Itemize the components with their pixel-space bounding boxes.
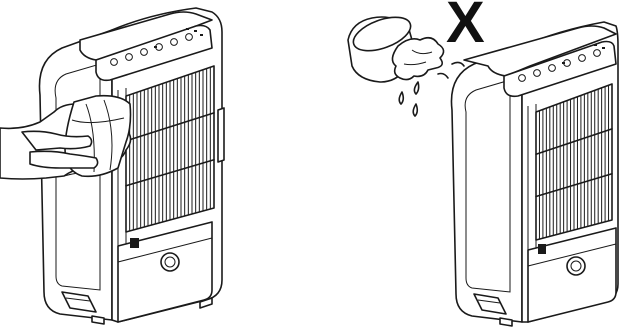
water-drop	[413, 104, 417, 116]
dehumidifier-right	[451, 22, 618, 326]
forbidden-x-mark: X	[446, 0, 485, 52]
water-drop	[414, 82, 418, 94]
water-drop	[399, 92, 403, 104]
